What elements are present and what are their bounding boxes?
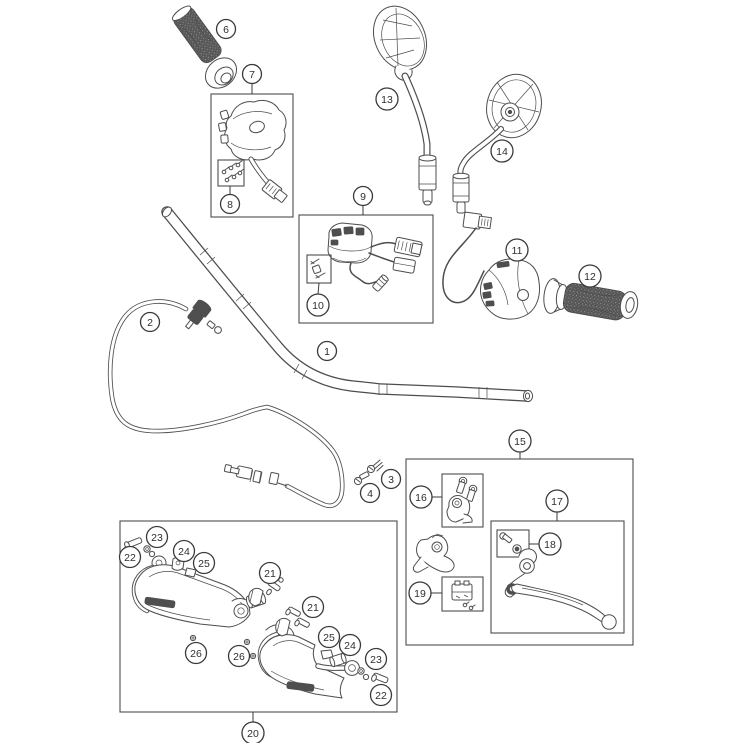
detail-box-16 [441, 473, 484, 528]
callout-9: 9 [352, 185, 374, 207]
callout-21b: 21 [301, 595, 325, 619]
connector-b [392, 256, 416, 274]
cable-adjuster [185, 299, 212, 330]
callout-22b: 22 [369, 683, 393, 707]
svg-text:22: 22 [124, 552, 136, 564]
svg-text:22: 22 [375, 690, 387, 702]
callout-12: 12 [578, 264, 602, 288]
screw-set-8 [221, 160, 245, 183]
svg-text:26: 26 [233, 651, 245, 663]
svg-text:24: 24 [344, 640, 356, 652]
screw-set-10 [310, 258, 326, 279]
svg-text:20: 20 [247, 728, 259, 740]
part-left-mirror [373, 5, 437, 206]
svg-text:8: 8 [227, 199, 233, 211]
svg-text:10: 10 [312, 300, 324, 312]
callout-26a: 26 [184, 641, 208, 665]
connector-a [393, 236, 423, 258]
svg-text:25: 25 [323, 632, 335, 644]
callout-7: 7 [241, 63, 263, 85]
part-left-grip [171, 5, 238, 89]
part-screw-4 [353, 471, 370, 486]
part-right-mirror [452, 73, 542, 214]
callout-11: 11 [505, 238, 529, 262]
detail-box-8 [217, 159, 245, 187]
part-right-switch [442, 211, 540, 320]
part-switch-housing-7 [218, 99, 288, 203]
detail-box-19 [441, 576, 484, 612]
svg-text:2: 2 [147, 317, 153, 329]
callout-23a: 23 [145, 525, 169, 549]
svg-text:15: 15 [514, 436, 526, 448]
connector-round [372, 274, 389, 292]
callout-8: 8 [219, 193, 241, 215]
svg-text:21: 21 [264, 568, 276, 580]
callout-1: 1 [316, 340, 338, 362]
svg-text:19: 19 [414, 588, 426, 600]
part-throttle-cable [107, 299, 345, 509]
svg-text:14: 14 [496, 146, 508, 158]
callout-2: 2 [139, 311, 161, 333]
svg-text:24: 24 [178, 546, 190, 558]
svg-text:16: 16 [415, 492, 427, 504]
part-right-grip [543, 278, 639, 321]
callout-22a: 22 [118, 545, 142, 569]
callout-24b: 24 [338, 633, 362, 657]
svg-text:21: 21 [307, 602, 319, 614]
callout-6: 6 [215, 18, 237, 40]
callout-10: 10 [306, 293, 330, 317]
part-combination-switch [327, 222, 423, 292]
handlebar-knurl-marks [199, 247, 488, 398]
svg-text:12: 12 [584, 271, 596, 283]
callout-25b: 25 [317, 625, 341, 649]
part-lever-bracket [412, 533, 455, 573]
cable-end-fitting [223, 464, 280, 486]
svg-text:3: 3 [388, 474, 394, 486]
callout-13: 13 [375, 87, 399, 111]
callout-3: 3 [380, 468, 402, 490]
part-handlebar [161, 206, 534, 403]
callout-18: 18 [538, 532, 562, 556]
detail-box-20 [119, 520, 398, 713]
svg-text:13: 13 [381, 94, 393, 106]
svg-text:7: 7 [249, 69, 255, 81]
callout-25a: 25 [192, 551, 216, 575]
callouts: 1 2 3 4 6 7 8 9 10 11 12 13 14 15 16 17 … [118, 18, 602, 743]
svg-text:26: 26 [190, 648, 202, 660]
callout-21a: 21 [258, 561, 282, 585]
callout-14: 14 [490, 139, 514, 163]
detail-box-10 [306, 254, 332, 284]
callout-23b: 23 [364, 647, 388, 671]
part-screw-3 [366, 459, 384, 474]
handguard-hardware [124, 537, 389, 684]
svg-text:18: 18 [544, 539, 556, 551]
callout-19: 19 [408, 581, 432, 605]
svg-text:9: 9 [360, 191, 366, 203]
leader-lines [229, 84, 558, 722]
detail-box-9 [298, 214, 434, 324]
svg-text:25: 25 [198, 558, 210, 570]
svg-text:17: 17 [551, 496, 563, 508]
callout-24a: 24 [172, 539, 196, 563]
svg-text:23: 23 [370, 654, 382, 666]
callout-16: 16 [409, 485, 433, 509]
svg-text:1: 1 [324, 346, 330, 358]
svg-text:4: 4 [367, 488, 373, 500]
svg-text:6: 6 [223, 24, 229, 36]
callout-26b: 26 [227, 644, 251, 668]
callout-17: 17 [545, 489, 569, 513]
part-clutch-lever [504, 548, 617, 630]
svg-text:23: 23 [151, 532, 163, 544]
svg-text:11: 11 [512, 245, 523, 257]
callout-15: 15 [508, 429, 532, 453]
callout-20: 20 [241, 721, 265, 743]
callout-4: 4 [359, 482, 381, 504]
